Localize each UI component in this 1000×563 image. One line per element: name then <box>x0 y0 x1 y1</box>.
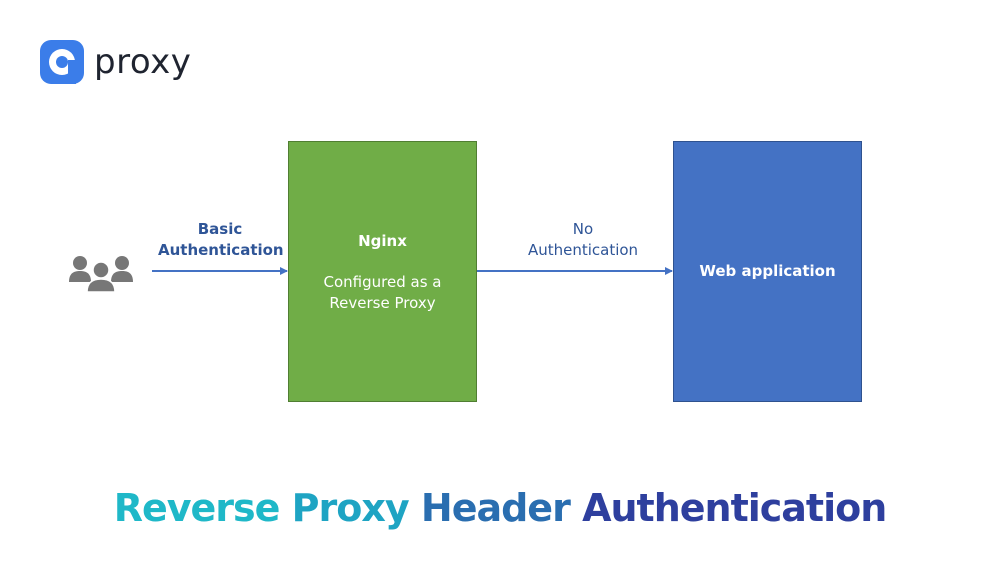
proxy-logo-icon <box>40 40 84 84</box>
users-group-icon <box>69 256 133 293</box>
heading-word: Proxy <box>291 486 410 530</box>
edge-label-line: Authentication <box>158 241 284 259</box>
edge-label-basic-auth: Basic Authentication <box>158 219 284 261</box>
nginx-subtitle-line: Configured as a <box>323 273 442 291</box>
heading-word: Header <box>420 486 571 530</box>
heading-word: Authentication <box>582 486 887 530</box>
page-heading: Reverse Proxy Header Authentication <box>0 482 1000 534</box>
brand-logo: proxy <box>40 40 191 84</box>
nginx-subtitle: Configured as a Reverse Proxy <box>289 272 476 314</box>
nginx-box: Nginx Configured as a Reverse Proxy <box>288 141 477 402</box>
edge-label-line: Basic <box>197 220 243 238</box>
heading-word: Reverse <box>113 486 281 530</box>
edge-label-line: No <box>572 220 594 238</box>
nginx-title: Nginx <box>358 232 407 250</box>
edge-label-no-auth: No Authentication <box>522 219 644 261</box>
web-application-box: Web application <box>673 141 862 402</box>
web-application-title: Web application <box>699 262 836 280</box>
nginx-subtitle-line: Reverse Proxy <box>329 294 436 312</box>
edge-label-line: Authentication <box>527 241 639 259</box>
brand-name: proxy <box>94 42 192 82</box>
